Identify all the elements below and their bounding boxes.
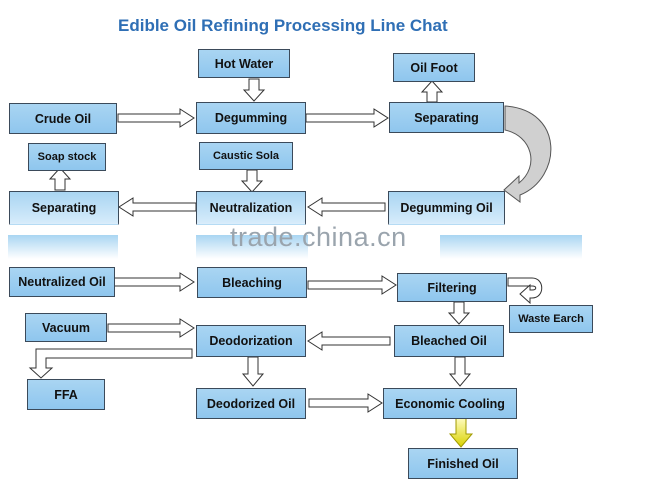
node-bleaching: Bleaching	[197, 267, 307, 298]
arrow-cooling-finishedoil	[448, 417, 474, 448]
arrow-curve-separating-degummingoil	[503, 105, 552, 203]
arrow-separating-oilfoot	[420, 80, 444, 103]
faded-strip-mid	[196, 235, 308, 259]
arrow-neutralization-separating	[118, 197, 197, 217]
node-ffa: FFA	[27, 379, 105, 410]
node-separating-1: Separating	[389, 102, 504, 133]
arrow-caustic-neutralization	[240, 169, 264, 193]
node-deodorization: Deodorization	[196, 325, 306, 357]
node-deodorized-oil: Deodorized Oil	[196, 388, 306, 419]
arrow-degummingoil-neutralization	[307, 197, 386, 217]
arrow-vacuum-deodorization	[107, 318, 195, 338]
node-soap-stock: Soap stock	[28, 143, 106, 171]
node-neutralized-oil: Neutralized Oil	[9, 267, 115, 297]
node-neutralization: Neutralization	[196, 191, 306, 225]
arrow-filtering-wasteearch	[507, 277, 543, 305]
arrow-bleachedoil-deodorization	[307, 331, 391, 351]
node-economic-cooling: Economic Cooling	[383, 388, 517, 419]
node-separating-2: Separating	[9, 191, 119, 225]
node-degumming-oil: Degumming Oil	[388, 191, 505, 225]
watermark-text: trade.china.cn	[230, 222, 407, 252]
node-finished-oil: Finished Oil	[408, 448, 518, 479]
node-caustic-sola: Caustic Sola	[199, 142, 293, 170]
arrow-crude-degumming	[117, 108, 195, 128]
node-oil-foot: Oil Foot	[393, 53, 475, 82]
arrow-bleachedoil-cooling	[448, 356, 472, 387]
node-waste-earch: Waste Earch	[509, 305, 593, 333]
node-hot-water: Hot Water	[198, 49, 290, 78]
node-bleached-oil: Bleached Oil	[394, 325, 504, 357]
arrow-filtering-bleachedoil	[447, 301, 471, 325]
faded-strip-left	[8, 235, 118, 259]
faded-strip-right	[440, 235, 582, 259]
arrow-degumming-separating	[305, 108, 389, 128]
page-title: Edible Oil Refining Processing Line Chat	[118, 16, 448, 35]
arrow-neutralized-bleaching	[111, 272, 195, 292]
node-crude-oil: Crude Oil	[9, 103, 117, 134]
node-vacuum: Vacuum	[25, 313, 107, 342]
arrow-hotwater-degumming	[242, 78, 266, 102]
arrow-bleaching-filtering	[307, 275, 397, 295]
arrow-separating-soapstock	[48, 167, 72, 191]
arrow-deodorization-ffa	[28, 348, 193, 379]
arrow-deodorization-deodorizedoil	[241, 356, 265, 387]
node-filtering: Filtering	[397, 273, 507, 302]
node-degumming: Degumming	[196, 102, 306, 134]
arrow-deodorizedoil-cooling	[308, 393, 383, 413]
